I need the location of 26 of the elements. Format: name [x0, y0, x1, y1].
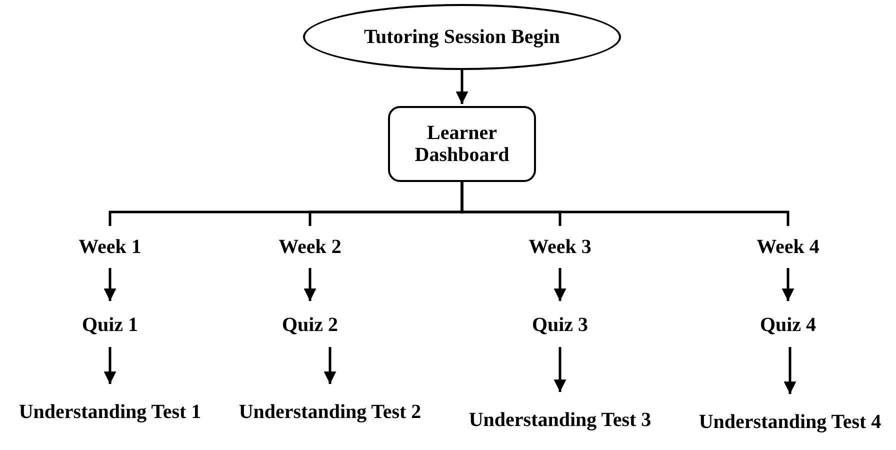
step-label: Understanding Test 2	[238, 401, 422, 423]
arrow	[324, 347, 336, 384]
arrow	[782, 268, 794, 301]
step-label: Week 2	[278, 236, 342, 258]
step-label: Understanding Test 4	[698, 411, 882, 433]
step-label: Understanding Test 3	[468, 409, 652, 431]
step-label: Quiz 1	[82, 314, 138, 336]
arrow	[554, 347, 566, 392]
connector-line	[460, 182, 790, 226]
step-label: Quiz 2	[282, 314, 338, 336]
node-label: Learner Dashboard	[414, 122, 510, 166]
step-label: Quiz 4	[760, 314, 816, 336]
arrow	[104, 268, 116, 301]
arrow	[554, 268, 566, 301]
node-label: Tutoring Session Begin	[364, 26, 560, 48]
arrow	[784, 347, 796, 394]
step-label: Understanding Test 1	[18, 401, 202, 423]
arrow	[304, 268, 316, 301]
start-ellipse	[303, 4, 621, 70]
process-box	[388, 106, 536, 182]
arrow	[456, 70, 468, 104]
step-label: Week 3	[528, 236, 592, 258]
step-label: Week 4	[756, 236, 820, 258]
step-label: Week 1	[78, 236, 142, 258]
arrow	[104, 347, 116, 384]
step-label: Quiz 3	[532, 314, 588, 336]
